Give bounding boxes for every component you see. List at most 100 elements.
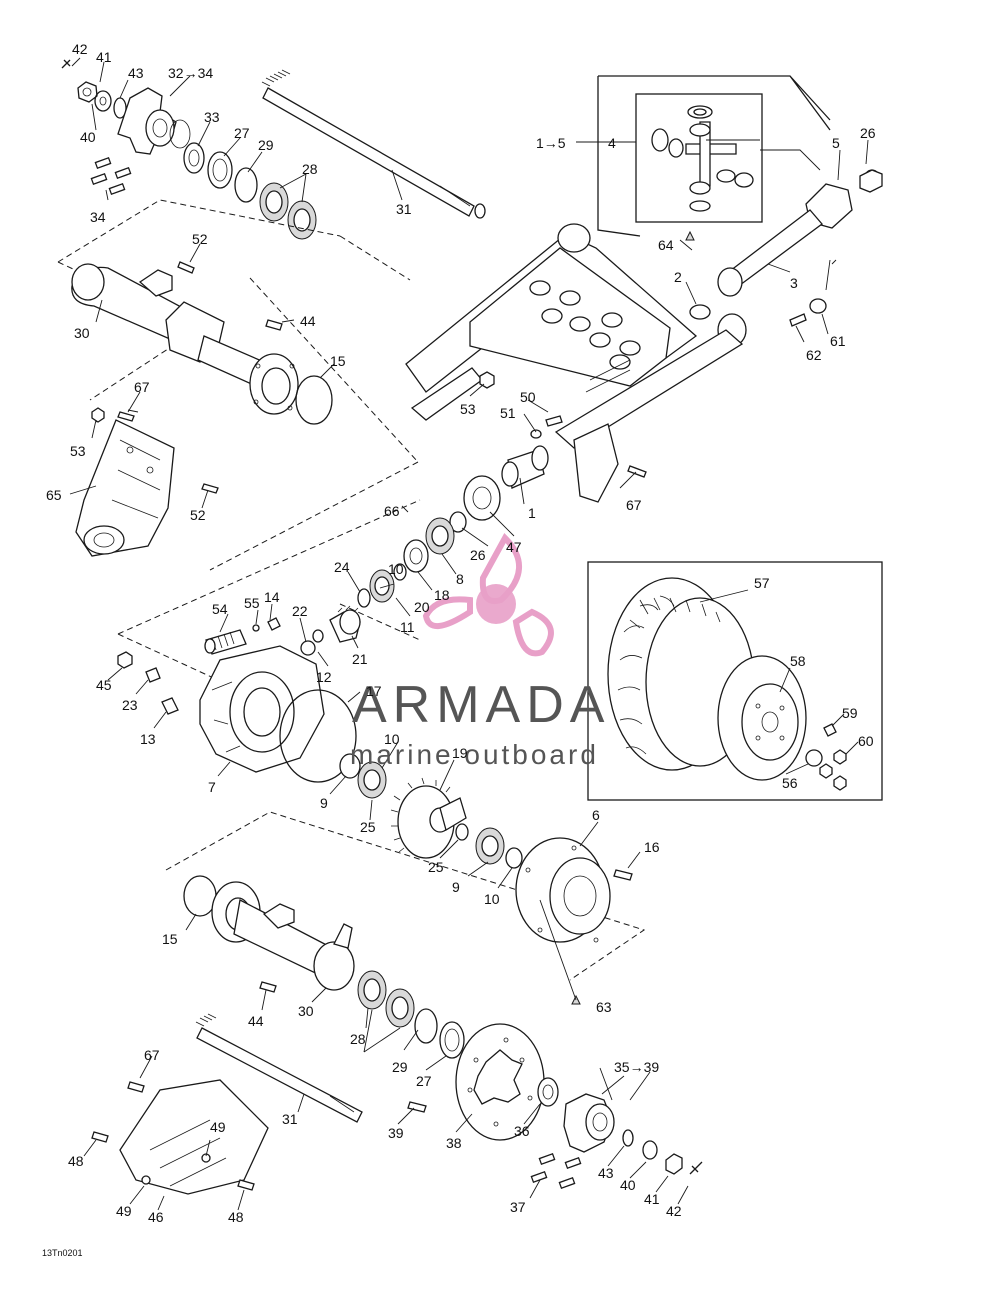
callout-57: 57	[754, 575, 770, 591]
callout-54: 54	[212, 601, 228, 617]
wheel-group	[587, 561, 883, 801]
callout-43: 43	[128, 65, 144, 81]
callout-45: 45	[96, 677, 112, 693]
callout-67: 67	[134, 379, 150, 395]
callout-25: 25	[360, 819, 376, 835]
callout-67b: 67	[626, 497, 642, 513]
callout-38: 38	[446, 1135, 462, 1151]
callout-27b: 27	[416, 1073, 432, 1089]
callout-62: 62	[806, 347, 822, 363]
callout-29: 29	[258, 137, 274, 153]
callout-49b: 49	[116, 1203, 132, 1219]
upper-housing-group	[57, 199, 419, 571]
callout-10: 10	[388, 561, 404, 577]
callout-67c: 67	[144, 1047, 160, 1063]
callout-47: 47	[506, 539, 522, 555]
callout-40: 40	[80, 129, 96, 145]
callout-42: 42	[72, 41, 88, 57]
callout-4: 4	[608, 135, 616, 151]
callout-28: 28	[302, 161, 318, 177]
callout-11: 11	[400, 619, 415, 635]
callout-labels: 1→5 4 5 26 64 2 3 62 61 42 41 43 32→34 4…	[42, 41, 876, 1258]
watermark-brand: ARMADA	[352, 676, 610, 734]
callout-26b: 26	[470, 547, 486, 563]
callout-30b: 30	[298, 1003, 314, 1019]
callout-7: 7	[208, 779, 216, 795]
upper-axle-group	[61, 59, 486, 240]
callout-22: 22	[292, 603, 308, 619]
callout-52: 52	[192, 231, 208, 247]
callout-26: 26	[860, 125, 876, 141]
callout-20: 20	[414, 599, 430, 615]
watermark-tagline: marine outboard	[350, 739, 599, 770]
callout-8: 8	[456, 571, 464, 587]
callout-42b: 42	[666, 1203, 682, 1219]
callout-41: 41	[96, 49, 112, 65]
callout-48b: 48	[228, 1209, 244, 1225]
callout-13: 13	[140, 731, 156, 747]
callout-21: 21	[352, 651, 368, 667]
lower-axle-group	[91, 875, 703, 1195]
callout-25b: 25	[428, 859, 444, 875]
callout-30: 30	[74, 325, 90, 341]
callout-32-34: 32→34	[168, 65, 213, 81]
callout-9b: 10	[484, 891, 500, 907]
callout-39: 39	[388, 1125, 404, 1141]
watermark: ARMADA marine outboard	[350, 533, 610, 770]
callout-27: 27	[234, 125, 250, 141]
callout-49: 49	[210, 1119, 226, 1135]
callout-1-5: 1→5	[536, 135, 566, 151]
callout-58: 58	[790, 653, 806, 669]
callout-10c: 9	[452, 879, 460, 895]
callout-44: 44	[300, 313, 316, 329]
callout-50: 50	[520, 389, 536, 405]
callout-43b: 43	[598, 1165, 614, 1181]
callout-9: 9	[320, 795, 328, 811]
callout-3: 3	[790, 275, 798, 291]
callout-33: 33	[204, 109, 220, 125]
callout-52b: 52	[190, 507, 206, 523]
final-drive-group	[117, 499, 646, 1005]
drive-shaft-group	[597, 75, 883, 327]
bracket-65	[75, 407, 219, 557]
callout-65: 65	[46, 487, 62, 503]
callout-2: 2	[674, 269, 682, 285]
callout-51: 51	[500, 405, 516, 421]
swing-arm	[405, 223, 747, 521]
callout-60: 60	[858, 733, 874, 749]
callout-28b: 28	[350, 1031, 366, 1047]
callout-64: 64	[658, 237, 674, 253]
callout-1: 1	[528, 505, 536, 521]
callout-31: 31	[396, 201, 412, 217]
callout-63: 63	[596, 999, 612, 1015]
callout-56: 56	[782, 775, 798, 791]
callout-16: 16	[644, 839, 660, 855]
callout-18: 18	[434, 587, 450, 603]
callout-44b: 44	[248, 1013, 264, 1029]
callout-15: 15	[330, 353, 346, 369]
figure-code: 13Tn0201	[42, 1248, 83, 1258]
callout-14: 14	[264, 589, 280, 605]
callout-48: 48	[68, 1153, 84, 1169]
callout-59: 59	[842, 705, 858, 721]
callout-31b: 31	[282, 1111, 298, 1127]
callout-6: 6	[592, 807, 600, 823]
callout-34: 34	[90, 209, 106, 225]
callout-19: 19	[452, 745, 468, 761]
callout-35-39: 35→39	[614, 1059, 659, 1075]
callout-15b: 15	[162, 931, 178, 947]
callout-17: 17	[366, 683, 382, 699]
callout-46: 46	[148, 1209, 164, 1225]
callout-12: 12	[316, 669, 332, 685]
callout-41b: 41	[644, 1191, 660, 1207]
callout-5: 5	[832, 135, 840, 151]
callout-66: 66	[384, 503, 400, 519]
callout-53: 53	[460, 401, 476, 417]
leader-lines	[69, 57, 869, 1211]
callout-23: 23	[122, 697, 138, 713]
callout-10b: 10	[384, 731, 400, 747]
callout-53b: 53	[70, 443, 86, 459]
callout-61: 61	[830, 333, 846, 349]
callout-40b: 40	[620, 1177, 636, 1193]
